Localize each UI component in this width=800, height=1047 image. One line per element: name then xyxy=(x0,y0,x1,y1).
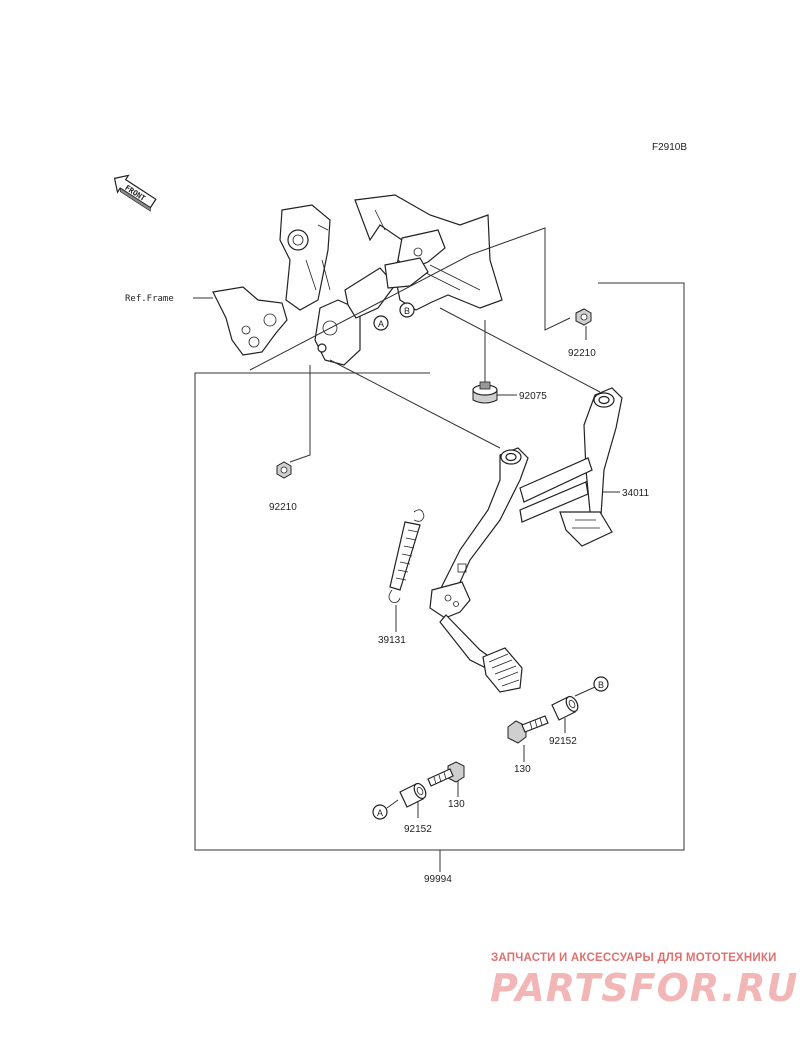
collar-92152-right xyxy=(551,695,579,721)
watermark-logo: PARTSFOR.RU xyxy=(490,966,799,1010)
callout-a-upper: A xyxy=(373,315,389,331)
svg-text:A: A xyxy=(377,808,383,818)
svg-text:A: A xyxy=(378,319,384,329)
part-label-99994: 99994 xyxy=(424,874,452,885)
part-label-130-left: 130 xyxy=(448,799,465,810)
callout-b-upper: B xyxy=(399,302,415,318)
bolt-130-left xyxy=(427,761,465,787)
part-label-92210-lower: 92210 xyxy=(269,502,297,513)
bolt-130-right xyxy=(507,715,549,744)
nut-92210-upper xyxy=(575,308,592,326)
part-label-39131: 39131 xyxy=(378,635,406,646)
collar-92152-left xyxy=(399,782,427,808)
pedal-rubber xyxy=(482,647,523,693)
callout-b-lower: B xyxy=(593,676,609,692)
part-label-92210-upper: 92210 xyxy=(568,348,596,359)
spring-39131 xyxy=(388,509,425,603)
callout-a-lower: A xyxy=(372,804,388,820)
watermark-tagline: ЗАПЧАСТИ И АКСЕССУАРЫ ДЛЯ МОТОТЕХНИКИ xyxy=(491,952,777,964)
svg-text:B: B xyxy=(598,680,604,690)
part-label-92152-right: 92152 xyxy=(549,736,577,747)
ref-frame-label: Ref.Frame xyxy=(125,294,174,304)
kit-bracket xyxy=(194,282,685,851)
part-label-92075: 92075 xyxy=(519,391,547,402)
frame-assembly xyxy=(212,194,503,366)
center-stand-34011 xyxy=(429,387,623,669)
part-label-130-right: 130 xyxy=(514,764,531,775)
leader-lines xyxy=(193,227,620,872)
front-arrow-icon: FRONT xyxy=(113,174,157,212)
stopper-92075 xyxy=(472,381,498,404)
figure-code: F2910B xyxy=(652,142,687,153)
part-label-34011: 34011 xyxy=(622,488,650,499)
nut-92210-lower xyxy=(276,461,292,479)
svg-text:B: B xyxy=(404,306,410,316)
part-label-92152-left: 92152 xyxy=(404,824,432,835)
